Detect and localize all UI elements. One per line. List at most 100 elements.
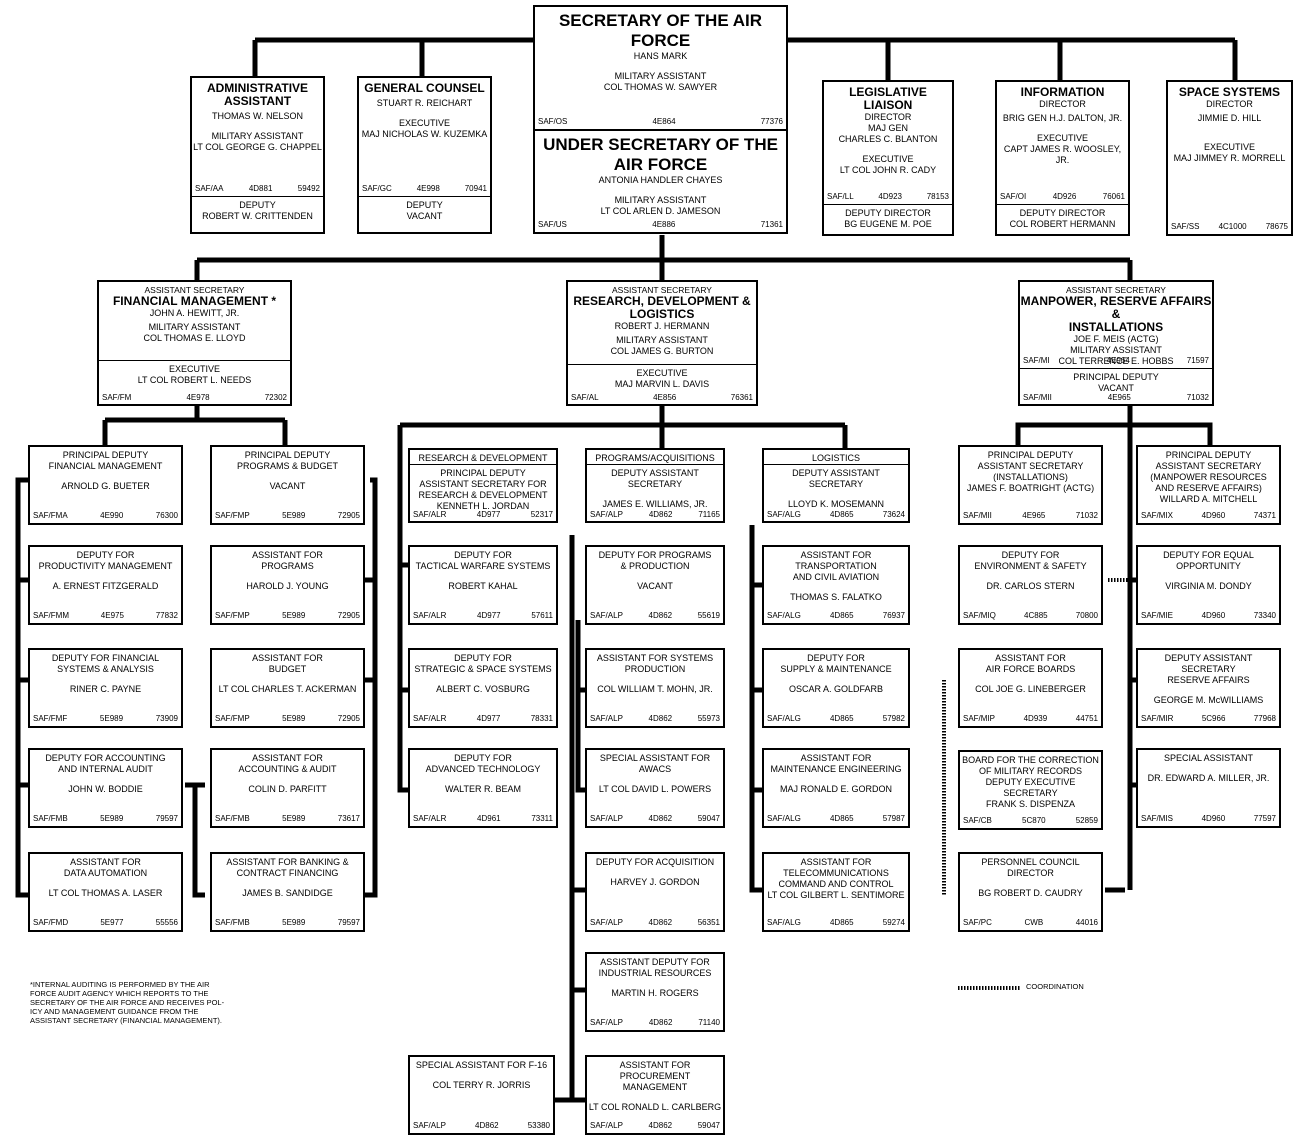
office-code-part: SAF/FMP: [215, 714, 250, 723]
box-line: DEPUTY ASSISTANT SECRETARY: [792, 468, 880, 489]
box-asst-sec-manpower-reserve-installations: ASSISTANT SECRETARY MANPOWER, RESERVE AF…: [1018, 280, 1214, 406]
office-code-part: SAF/FMB: [33, 814, 68, 823]
office-code-part: 4E975: [100, 611, 124, 620]
office-code-part: 4D960: [1201, 511, 1226, 520]
box-under-secretary: UNDER SECRETARY OF THE AIR FORCE ANTONIA…: [533, 129, 788, 234]
office-code-part: SAF/CB: [963, 816, 992, 825]
office-code-part: 4D865: [829, 814, 854, 823]
box-line: AND CIVIL AVIATION: [792, 572, 880, 582]
box-line: ASSISTANT FOR TRANSPORTATION: [795, 550, 877, 571]
office-code-part: 4D862: [648, 918, 673, 927]
box-line: ADVANCED TECHNOLOGY: [425, 764, 541, 774]
box-line: DEPUTY ASSISTANT SECRETARY: [611, 468, 699, 489]
box-line: [1138, 764, 1279, 773]
office-code-part: 44016: [1075, 918, 1098, 927]
office-code-part: 79597: [155, 814, 178, 823]
office-code-part: 5E989: [282, 918, 306, 927]
office-code-part: 4D865: [829, 510, 854, 519]
box-line: ASSISTANT SECRETARY: [977, 461, 1084, 471]
office-code-part: 57611: [531, 611, 553, 620]
box-section: ASSISTANT FOR BANKING &CONTRACT FINANCIN…: [212, 854, 363, 930]
box-line: SPECIAL ASSISTANT: [1163, 753, 1254, 763]
office-code-part: 52317: [530, 510, 553, 519]
box-line: [410, 775, 556, 784]
box-line: [587, 979, 723, 988]
office-code-part: 4D961: [477, 814, 501, 823]
box-line: [212, 879, 363, 888]
office-code-part: 78331: [530, 714, 553, 723]
box-line: ROBERT KAHAL: [448, 581, 518, 591]
box-line: RESEARCH & DEVELOPMENT: [418, 490, 548, 500]
box-line: THOMAS S. FALATKO: [790, 592, 882, 602]
box-line: PROGRAMS & BUDGET: [236, 461, 338, 471]
box-line: HARVEY J. GORDON: [610, 877, 700, 887]
office-code-part: SAF/ALR: [413, 611, 447, 620]
box-line: [764, 583, 908, 592]
box-asst-sec-research-development-logistics: ASSISTANT SECRETARY RESEARCH, DEVELOPMEN…: [566, 280, 758, 406]
office-code-part: 71032: [1075, 511, 1098, 520]
box-line: LT COL RONALD L. CARLBERG: [588, 1102, 722, 1112]
box-line: [212, 572, 363, 581]
box-line: [764, 490, 908, 499]
box-section: PROGRAMS/ACQUISITIONS: [587, 450, 723, 464]
office-code-part: 4D862: [648, 611, 673, 620]
box-line: [410, 572, 556, 581]
box-line: [212, 675, 363, 684]
office-code-part: SAF/FMP: [215, 611, 250, 620]
office-code-part: 4C885: [1024, 611, 1048, 620]
box-line: AWACS: [638, 764, 672, 774]
box-line: [764, 775, 908, 784]
box-information: INFORMATION DIRECTOR BRIG GEN H.J. DALTO…: [995, 80, 1130, 236]
office-code-part: SAF/MIX: [1141, 511, 1174, 520]
box-line: [30, 675, 181, 684]
box-line: ASSISTANT FOR: [70, 857, 141, 867]
box-line: FRANK S. DISPENZA: [985, 799, 1075, 809]
box-line: DEPUTY FOR: [1001, 550, 1060, 560]
box-line: COL WILLIAM T. MOHN, JR.: [597, 684, 713, 694]
office-code-part: 5E989: [282, 611, 306, 620]
office-code-part: SAF/ALG: [767, 510, 801, 519]
box-line: ASSISTANT FOR: [800, 753, 872, 763]
box-line: RINER C. PAYNE: [69, 684, 142, 694]
office-code-part: SAF/ALP: [590, 814, 623, 823]
box-line: DEPUTY EXECUTIVE SECRETARY: [985, 777, 1076, 798]
box-line: ASSISTANT FOR: [252, 753, 323, 763]
office-code-part: 57987: [882, 814, 905, 823]
office-code-part: 4D862: [648, 510, 673, 519]
